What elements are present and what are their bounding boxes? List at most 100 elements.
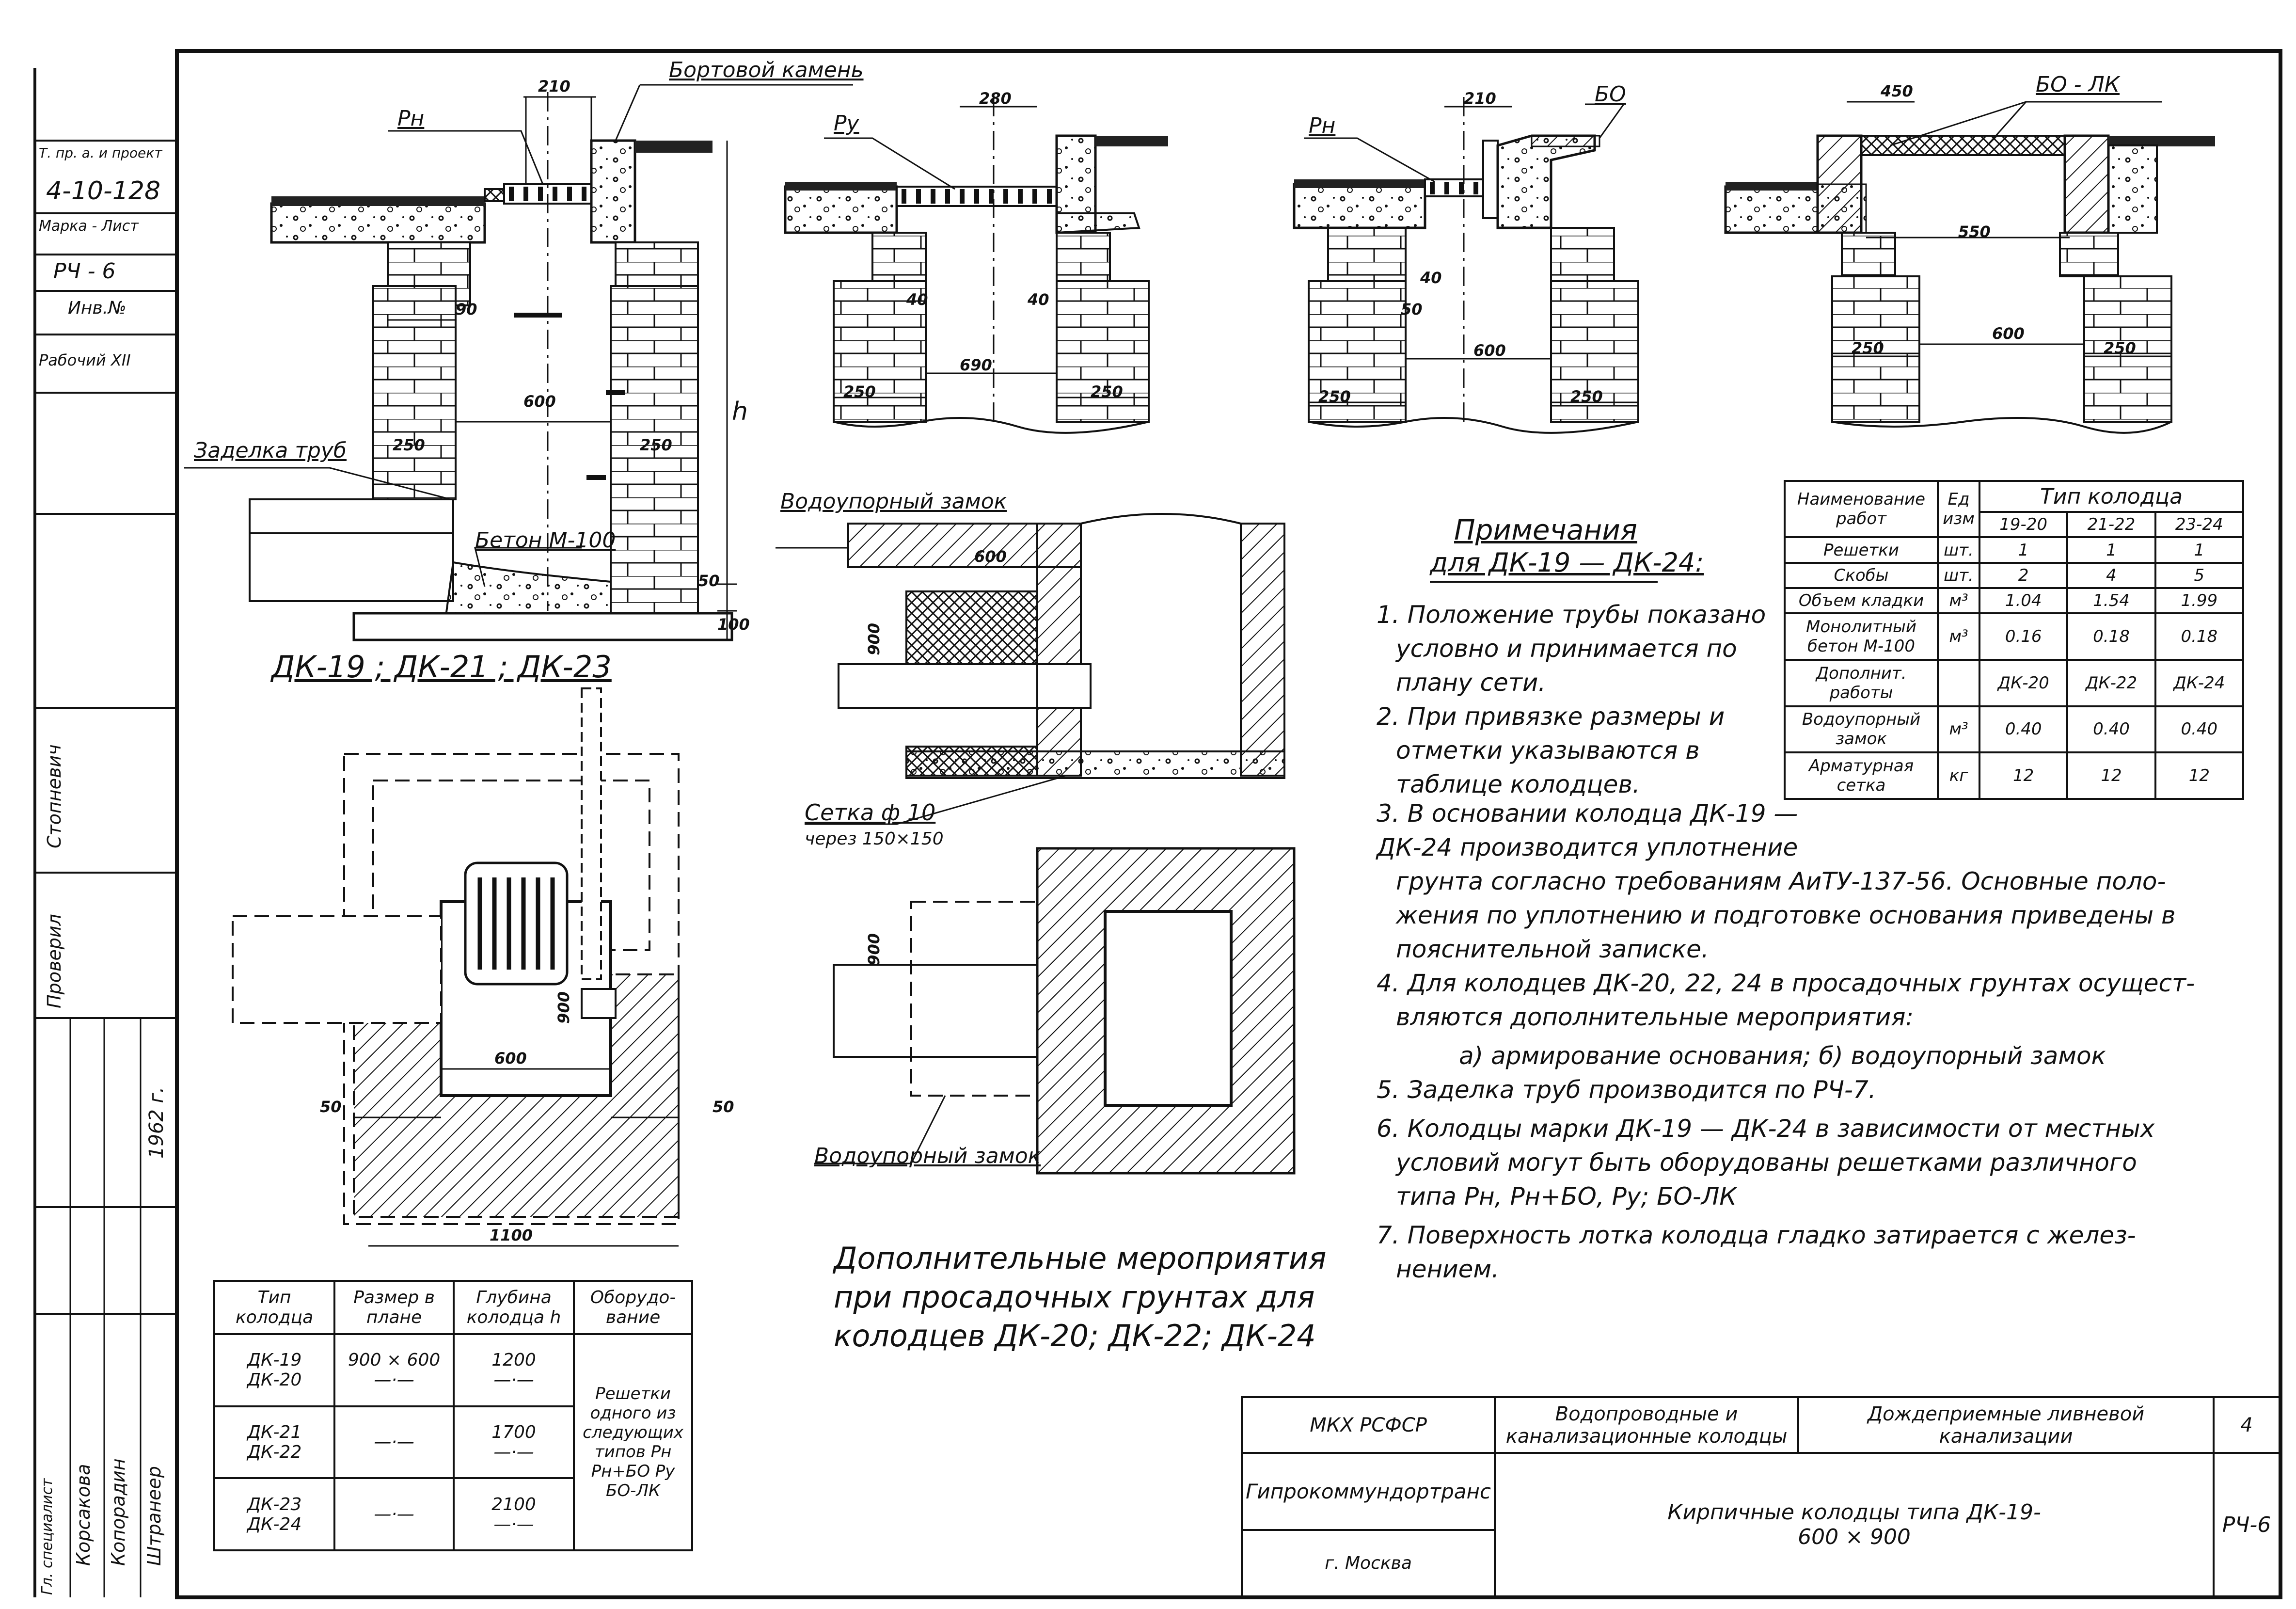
notes-subtitle: для ДК-19 — ДК-24: xyxy=(1430,547,1704,578)
d3-grate-label: Рн xyxy=(1309,113,1336,138)
works-cell: 0.16 xyxy=(1978,612,2069,661)
works-row-unit: шт. xyxy=(1937,536,1980,564)
table-row: Тип колодца Размер в плане Глубина колод… xyxy=(213,1280,693,1335)
table-row: Решетки шт. 1 1 1 xyxy=(1784,536,2245,564)
table-row: Арматурная сетка кг 12 12 12 xyxy=(1784,751,2245,800)
types-cell: 2100—·— xyxy=(452,1477,575,1551)
works-cell: 0.40 xyxy=(2066,705,2156,754)
plan-dim-50-left: 50 xyxy=(320,1098,342,1116)
d2-grate-label: Ру xyxy=(834,111,859,136)
works-cell: 1 xyxy=(1978,536,2069,564)
role-1: Гл. специалист xyxy=(39,1478,56,1595)
d1-dim-50: 50 xyxy=(698,572,720,590)
mark-cell: РЧ-6 xyxy=(2213,1452,2280,1597)
d4-wall-dim: 250 xyxy=(1852,339,1884,357)
note-line-13: вляются дополнительные мероприятия: xyxy=(1396,1003,1914,1031)
detail-dim-600: 600 xyxy=(974,547,1007,566)
table-row: 19-20 21-22 23-24 xyxy=(1785,511,2245,539)
works-cell: 4 xyxy=(2066,561,2156,589)
works-cell: 0.18 xyxy=(2066,612,2156,661)
works-row-unit: м³ xyxy=(1937,587,1980,615)
plan-dim-50-right: 50 xyxy=(713,1098,734,1116)
works-col-1: 19-20 xyxy=(1978,511,2069,539)
type-code: ДК-20 xyxy=(247,1370,302,1390)
depth-value: 1700 xyxy=(491,1422,536,1442)
signature-name-1: Стопневич xyxy=(44,744,65,848)
works-cell: 1 xyxy=(2066,536,2156,564)
title-block: МКХ РСФСР Водопроводные и канализационны… xyxy=(1240,1396,2280,1597)
mark-sheet-value: РЧ - 6 xyxy=(53,259,116,284)
additional-measures-caption-3: колодцев ДК-20; ДК-22; ДК-24 xyxy=(834,1318,1316,1354)
signature-name-2: Проверил xyxy=(44,914,65,1008)
note-line-4: 2. При привязке размеры и xyxy=(1377,702,1725,731)
plan-dim-1100: 1100 xyxy=(490,1226,533,1244)
works-row-unit: шт. xyxy=(1937,561,1980,589)
pipe-seal-label: Заделка труб xyxy=(194,438,347,463)
plan-drawing xyxy=(232,687,680,1247)
works-quantity-table: Наименование работ Ед изм Тип колодца 19… xyxy=(1784,479,2245,800)
works-cell: 0.18 xyxy=(2154,612,2245,661)
curb-stone-label: Бортовой камень xyxy=(669,58,864,82)
table-row: Скобы шт. 2 4 5 xyxy=(1784,561,2245,589)
note-line-14: а) армирование основания; б) водоупорный… xyxy=(1459,1042,2106,1070)
depth-h-label: h xyxy=(732,397,748,426)
types-cell: 1200—·— xyxy=(452,1333,575,1407)
works-cell: 1 xyxy=(2154,536,2245,564)
works-cell: 12 xyxy=(2066,751,2156,800)
d2-wall-dim: 250 xyxy=(843,382,876,401)
types-cell: 900 × 600—·— xyxy=(333,1333,455,1407)
stamp-text: Рабочий XII xyxy=(39,351,131,369)
type-code: ДК-24 xyxy=(247,1514,302,1534)
note-line-11: пояснительной записке. xyxy=(1396,935,1709,963)
note-line-5: отметки указываются в xyxy=(1396,736,1700,765)
name-1: Корсакова xyxy=(73,1464,94,1566)
table-row: Монолитный бетон М-100 м³ 0.16 0.18 0.18 xyxy=(1784,612,2245,661)
org-name-cell: Гипрокоммундортранс xyxy=(1240,1451,1496,1531)
types-cell: —·— xyxy=(333,1477,455,1551)
works-col-2: 21-22 xyxy=(2066,511,2156,539)
waterproof-lock-label-bottom: Водоупорный замок xyxy=(814,1144,1041,1168)
works-row-unit xyxy=(1937,658,1980,707)
sheet-number-cell: 4 xyxy=(2213,1396,2280,1454)
plan-dim-900: 900 xyxy=(554,991,573,1024)
works-cell: 12 xyxy=(2154,751,2245,800)
types-header-type: Тип колодца xyxy=(213,1280,336,1335)
size-value: 900 × 600 xyxy=(348,1350,441,1370)
equipment-cell: Решетки одного из следующих типов Рн Рн+… xyxy=(573,1333,693,1551)
d4-inner-dim: 600 xyxy=(1992,324,2025,343)
works-cell: 1.99 xyxy=(2154,587,2245,615)
types-header-equipment: Оборудо-вание xyxy=(573,1280,693,1335)
note-line-6: таблице колодцев. xyxy=(1396,770,1640,798)
size-value: —·— xyxy=(374,1432,414,1452)
types-header-depth: Глубина колодца h xyxy=(452,1280,575,1335)
section-drawing-3 xyxy=(1293,97,1639,434)
project-label: Т. пр. а. и проект xyxy=(39,145,162,161)
mark-sheet-label: Марка - Лист xyxy=(39,218,139,235)
works-cell: 5 xyxy=(2154,561,2245,589)
works-row-name: Объем кладки xyxy=(1784,587,1939,615)
note-line-2: условно и принимается по xyxy=(1396,635,1737,663)
d2-w2-dim: 40 xyxy=(1028,290,1049,309)
type-code: ДК-23 xyxy=(247,1494,302,1514)
d4-top-dim: 450 xyxy=(1881,82,1913,100)
name-3: Штранеер xyxy=(143,1466,165,1566)
works-cell: 0.40 xyxy=(1978,705,2069,754)
works-cell: ДК-24 xyxy=(2154,658,2245,707)
table-row: Водоупорный замок м³ 0.40 0.40 0.40 xyxy=(1784,705,2245,754)
type-code: ДК-19 xyxy=(247,1350,302,1370)
d1-grate-label: Рн xyxy=(397,106,425,131)
detail-dim-900-top: 900 xyxy=(865,623,883,655)
d3-wall-dim: 250 xyxy=(1318,387,1351,406)
size-value: —·— xyxy=(374,1370,414,1390)
note-line-3: плану сети. xyxy=(1396,669,1546,697)
works-cell: 1.54 xyxy=(2066,587,2156,615)
type-code: ДК-21 xyxy=(247,1422,302,1442)
d3-w1-dim: 40 xyxy=(1420,269,1442,287)
